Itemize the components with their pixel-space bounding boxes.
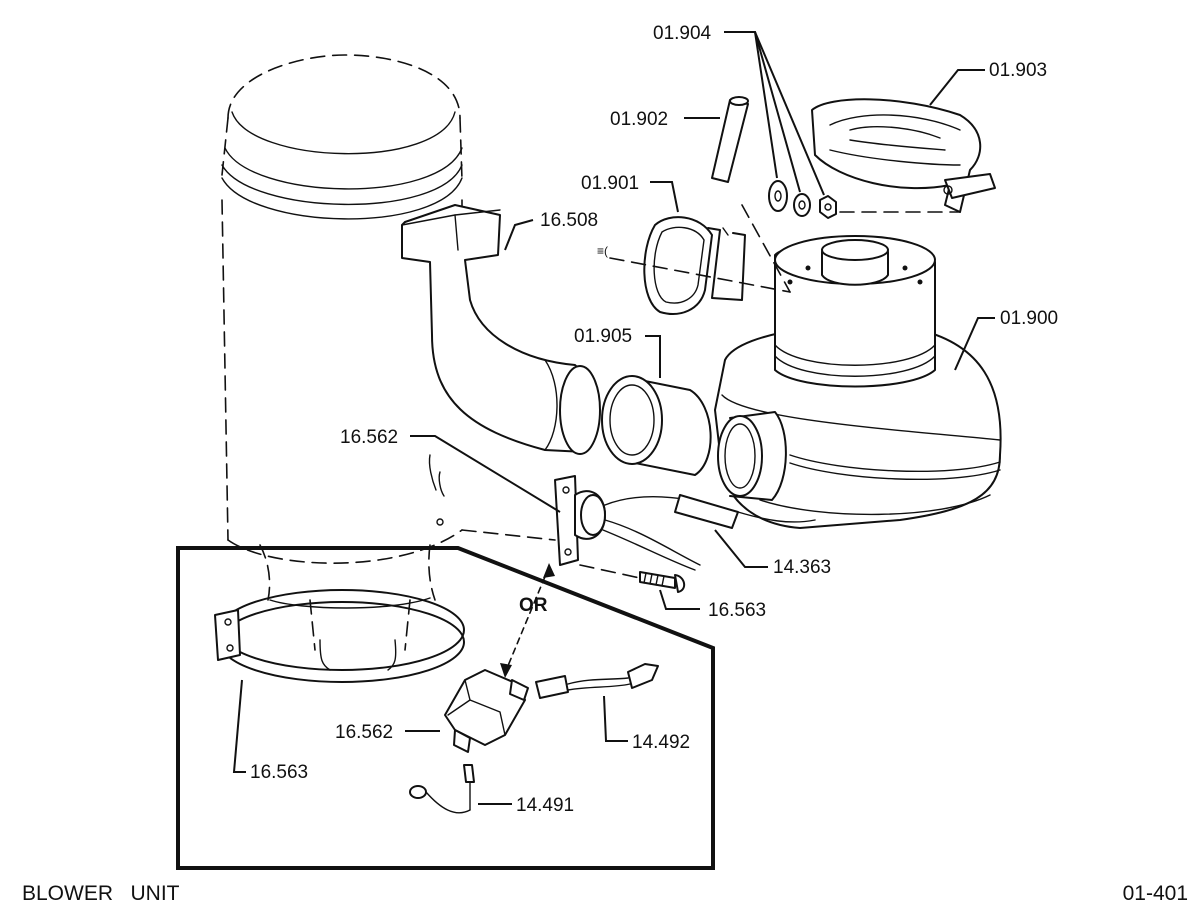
- callout-01-901: 01.901: [581, 173, 639, 194]
- callout-16-562-top: 16.562: [340, 427, 398, 448]
- callout-01-905: 01.905: [574, 326, 632, 347]
- ground-lead-14-491: [409, 764, 475, 814]
- inset-frame: [176, 546, 715, 870]
- air-cleaner-canister: [221, 54, 463, 651]
- pin-01-902: [711, 96, 749, 183]
- page-number: 01-401: [1123, 882, 1188, 905]
- alternative-switch-16-562: [444, 669, 529, 753]
- callout-14-491: 14.491: [516, 795, 574, 816]
- wire-lead-14-492: [535, 663, 659, 699]
- rubber-sleeve-01-905: [601, 375, 712, 476]
- blower-motor-01-900: [714, 235, 1002, 529]
- callout-16-508: 16.508: [540, 210, 598, 231]
- u-bracket-01-901: ≡(: [597, 216, 746, 315]
- callout-01-900: 01.900: [1000, 308, 1058, 329]
- thermo-switch-16-562: [554, 475, 816, 571]
- diagram-title: BLOWER UNIT: [22, 882, 180, 905]
- callout-14-492: 14.492: [632, 732, 690, 753]
- callout-16-562-bottom: 16.562: [335, 722, 393, 743]
- mounting-clamp-01-903: [811, 98, 996, 213]
- callout-01-904: 01.904: [653, 23, 712, 44]
- leader-lines: [232, 31, 995, 805]
- or-arrow: [500, 563, 555, 678]
- hose-clamp-ring-16-563: [214, 589, 465, 683]
- callout-14-363: 14.363: [773, 557, 831, 578]
- callout-01-902: 01.902: [610, 109, 668, 130]
- screw-16-563: [639, 571, 686, 593]
- or-label: OR: [519, 595, 548, 616]
- callout-16-563-bottom: 16.563: [250, 762, 308, 783]
- svg-text:≡(: ≡(: [597, 244, 608, 258]
- callout-16-563-top: 16.563: [708, 600, 766, 621]
- intake-duct-16-508: [401, 204, 601, 455]
- washers-nut-01-904: [768, 180, 837, 219]
- callout-01-903: 01.903: [989, 60, 1047, 81]
